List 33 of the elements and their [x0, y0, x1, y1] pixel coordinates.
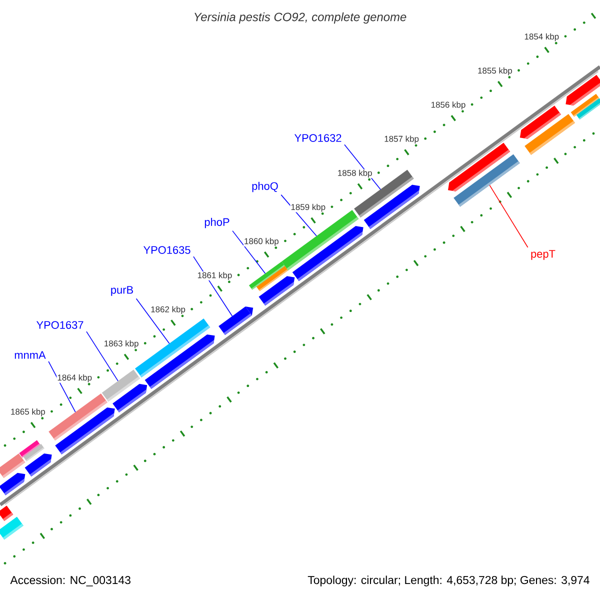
gene-label: YPO1637 — [36, 321, 84, 329]
gene-block — [102, 370, 140, 402]
gene-block — [282, 210, 359, 270]
scale-label: 1862 kbp — [150, 306, 186, 315]
gene-label: phoQ — [252, 182, 278, 192]
scale-label: 1859 kbp — [290, 203, 326, 212]
footer-text: Accession: NC_003143 — [10, 576, 130, 586]
scale-label: 1864 kbp — [56, 374, 93, 383]
gene-block — [248, 262, 285, 290]
gene-block — [454, 154, 520, 207]
gene-label: mnmA — [14, 351, 46, 359]
leader-line — [489, 184, 528, 248]
gene-block — [48, 393, 108, 441]
gene-label: purB — [111, 286, 133, 296]
gene-label: YPO1635 — [143, 246, 190, 254]
scale-label: 1861 kbp — [196, 272, 233, 280]
footer-text: Topology: circular; Length: 4,653,728 bp; Genes: 3,974 — [308, 576, 590, 586]
leader-line — [86, 331, 118, 382]
gene-label: pepT — [531, 250, 556, 260]
gene-label: YPO1632 — [294, 134, 342, 142]
scale-label: 1858 kbp — [336, 169, 373, 178]
scale-label: 1854 kbp — [524, 32, 560, 42]
scale-label: 1860 kbp — [244, 237, 280, 246]
leader-line — [136, 298, 170, 344]
leader-line — [48, 361, 76, 412]
title: Yersinia pestis CO92, complete genome — [194, 12, 406, 24]
scale-label: 1863 kbp — [103, 340, 140, 349]
scale-label: 1855 kbp — [477, 66, 513, 76]
gene-block — [218, 306, 254, 335]
scale-label: 1856 kbp — [430, 101, 466, 110]
scale-label: 1857 kbp — [384, 135, 420, 144]
gene-label: phoP — [204, 218, 230, 228]
leader-line — [232, 230, 266, 274]
